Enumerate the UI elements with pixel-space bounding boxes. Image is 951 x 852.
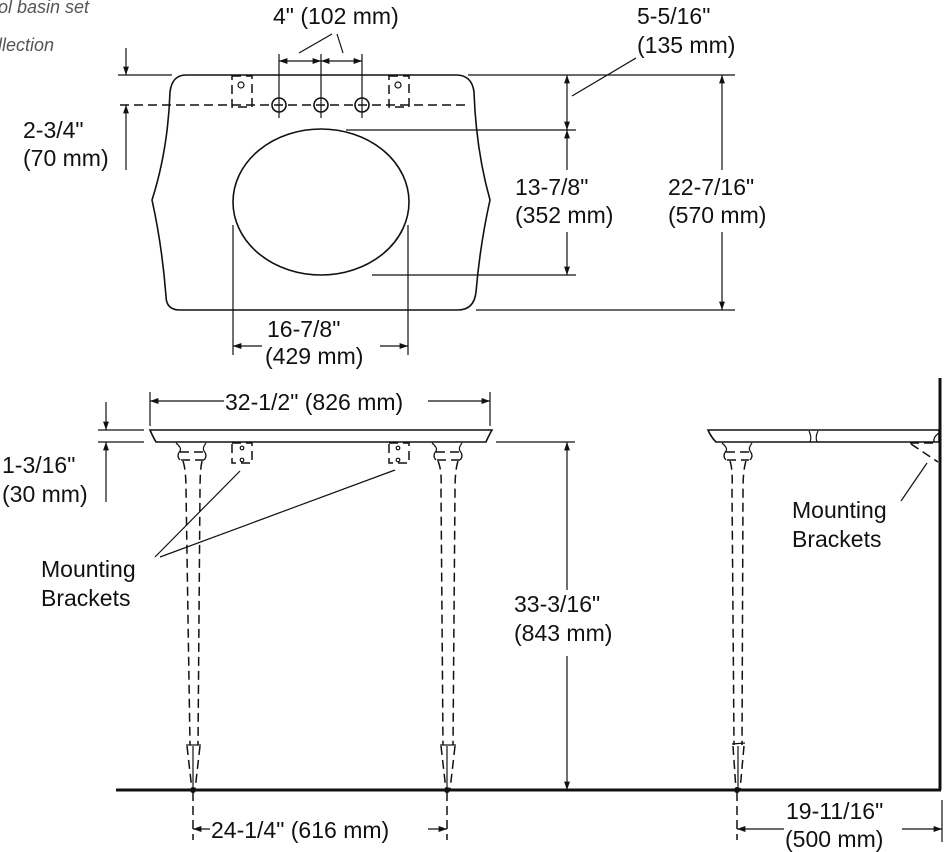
front-to-bowl-metric: (135 mm) bbox=[637, 32, 736, 58]
caption-line-1: ol basin set bbox=[0, 0, 90, 17]
top-thickness-metric: (30 mm) bbox=[2, 481, 88, 507]
bowl-width-imperial: 16-7/8" bbox=[267, 316, 341, 342]
side-view bbox=[480, 378, 943, 842]
bowl-depth-imperial: 13-7/8" bbox=[514, 174, 590, 200]
bracket-left bbox=[231, 75, 253, 108]
height-metric: (843 mm) bbox=[513, 620, 614, 646]
faucet-spacing-label: 4" (102 mm) bbox=[273, 3, 399, 29]
caption-line-2: llection bbox=[0, 35, 55, 55]
vanity-top bbox=[148, 429, 494, 443]
back-offset-metric: (70 mm) bbox=[23, 145, 109, 171]
overall-width-label: 32-1/2" (826 mm) bbox=[224, 389, 405, 415]
bowl-outline bbox=[232, 128, 410, 276]
leg-to-wall-imperial: 19-11/16" bbox=[786, 798, 884, 824]
vanity-top-side bbox=[706, 429, 940, 443]
back-offset-imperial: 2-3/4" bbox=[23, 117, 84, 143]
height-imperial: 33-3/16" bbox=[513, 591, 602, 617]
bowl-width-metric: (429 mm) bbox=[264, 343, 365, 369]
side-mounting-brackets-label-1: Mounting bbox=[792, 497, 887, 523]
basin-outline bbox=[151, 74, 491, 311]
front-view bbox=[98, 392, 575, 840]
overall-depth-imperial: 22-7/16" bbox=[667, 174, 756, 200]
mounting-brackets-label-1: Mounting bbox=[41, 556, 136, 582]
bracket-right bbox=[388, 75, 410, 108]
overall-depth-metric: (570 mm) bbox=[667, 202, 768, 228]
leg-spacing-label: 24-1/4" (616 mm) bbox=[211, 817, 390, 843]
leg-left bbox=[175, 442, 207, 791]
front-to-bowl-imperial: 5-5/16" bbox=[637, 3, 711, 29]
faucet-holes bbox=[271, 33, 370, 118]
top-thickness-imperial: 1-3/16" bbox=[2, 452, 76, 478]
top-view bbox=[118, 33, 735, 355]
bowl-depth-metric: (352 mm) bbox=[514, 202, 615, 228]
side-mounting-brackets-label-2: Brackets bbox=[792, 526, 882, 552]
leg-right bbox=[431, 442, 463, 791]
mounting-brackets-label-2: Brackets bbox=[41, 585, 131, 611]
bracket-left bbox=[231, 442, 253, 464]
bracket-right bbox=[388, 442, 410, 464]
leg-to-wall-metric: (500 mm) bbox=[784, 826, 885, 852]
